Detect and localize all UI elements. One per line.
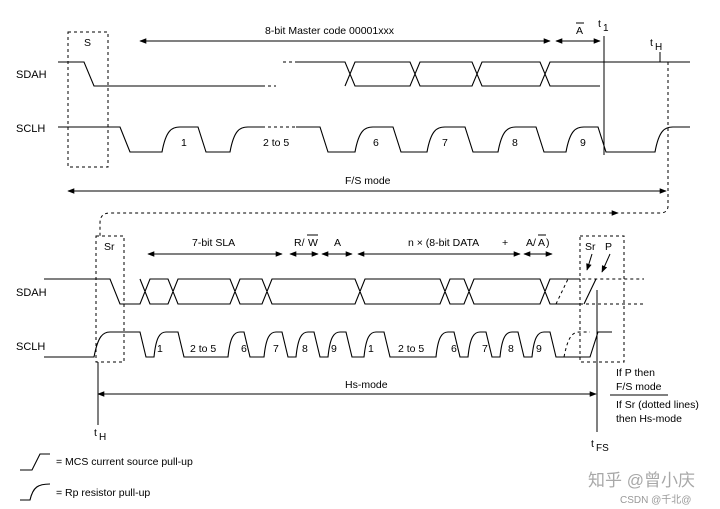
fs-mode-section: S SDAH SCLH 8-bit Master code 00001xxx A… bbox=[16, 18, 690, 194]
sr-p-box bbox=[579, 235, 625, 363]
svg-text:t: t bbox=[598, 18, 601, 30]
sdah-break-top bbox=[262, 61, 297, 87]
clock-numbers-bottom: 1 2 to 5 6 7 8 9 1 2 to 5 6 7 8 9 bbox=[157, 343, 542, 355]
clock-number: 6 bbox=[451, 343, 457, 355]
sdah-label-top: SDAH bbox=[16, 69, 47, 81]
sr-start-box bbox=[95, 235, 125, 363]
if-sr-note-2: then Hs-mode bbox=[616, 413, 682, 425]
plus-label: + bbox=[502, 237, 508, 249]
svg-text:): ) bbox=[546, 237, 550, 249]
sdah-data-top bbox=[297, 61, 690, 87]
svg-text:t: t bbox=[94, 427, 97, 439]
clock-number: 6 bbox=[373, 137, 379, 149]
legend: = MCS current source pull-up = Rp resist… bbox=[20, 453, 193, 501]
svg-text:FS: FS bbox=[596, 443, 609, 454]
clock-number: 1 bbox=[368, 343, 374, 355]
aa-label: A/ A ) bbox=[526, 234, 550, 249]
svg-text:R/: R/ bbox=[294, 237, 305, 249]
zhihu-watermark: 知乎 @曾小庆 bbox=[588, 471, 695, 490]
sclh-label-bottom: SCLH bbox=[16, 341, 45, 353]
svg-text:t: t bbox=[650, 37, 653, 49]
svg-text:t: t bbox=[591, 438, 594, 450]
clock-number: 1 bbox=[181, 137, 187, 149]
sclh-end-dotted bbox=[563, 331, 590, 358]
sclh-waveform-top bbox=[58, 126, 262, 153]
clock-number: 7 bbox=[482, 343, 488, 355]
csdn-watermark: CSDN @千北@ bbox=[620, 494, 691, 506]
svg-text:A/: A/ bbox=[526, 237, 536, 249]
rp-legend-label: = Rp resistor pull-up bbox=[56, 487, 150, 499]
p-pointer bbox=[601, 253, 611, 273]
sdah-waveform-top bbox=[58, 61, 262, 87]
th-label-bottom: t H bbox=[94, 427, 106, 443]
sdah-end-solid bbox=[583, 278, 597, 305]
clock-number: 1 bbox=[157, 343, 163, 355]
svg-text:1: 1 bbox=[603, 23, 609, 34]
clock-number: 8 bbox=[512, 137, 518, 149]
if-p-note-2: F/S mode bbox=[616, 381, 662, 393]
hs-mode-section: Sr SDAH SCLH 7-bit SLA R/ W A n × (8-bit… bbox=[16, 234, 699, 454]
clock-numbers-top: 1 2 to 5 6 7 8 9 bbox=[181, 137, 586, 149]
mcs-pullup-symbol bbox=[20, 453, 50, 471]
start-label: S bbox=[84, 37, 91, 49]
sdah-label-bottom: SDAH bbox=[16, 287, 47, 299]
svg-text:H: H bbox=[99, 432, 106, 443]
watermark: 知乎 @曾小庆 CSDN @千北@ bbox=[588, 471, 695, 506]
clock-number: 9 bbox=[536, 343, 542, 355]
start-condition-box bbox=[67, 31, 109, 168]
svg-text:A: A bbox=[538, 237, 545, 249]
svg-text:H: H bbox=[655, 42, 662, 53]
data-label: n × (8-bit DATA bbox=[408, 237, 479, 249]
clock-number: 6 bbox=[241, 343, 247, 355]
ack-label: A bbox=[334, 237, 341, 249]
p-label: P bbox=[605, 241, 612, 253]
mode-transition-link bbox=[99, 62, 669, 236]
end-sr-label: Sr bbox=[585, 241, 596, 253]
clock-number: 8 bbox=[508, 343, 514, 355]
master-code-label: 8-bit Master code 00001xxx bbox=[265, 25, 395, 37]
clock-number: 2 to 5 bbox=[190, 343, 216, 355]
if-p-note-1: If P then bbox=[616, 367, 655, 379]
svg-text:W: W bbox=[308, 237, 318, 249]
sr-pointer bbox=[586, 253, 593, 271]
clock-number: 8 bbox=[302, 343, 308, 355]
tfs-label: t FS bbox=[591, 438, 609, 454]
sclh-waveform-bottom bbox=[44, 331, 612, 358]
clock-number: 2 to 5 bbox=[398, 343, 424, 355]
hs-mode-label: Hs-mode bbox=[345, 379, 388, 391]
clock-number: 2 to 5 bbox=[263, 137, 289, 149]
sla-label: 7-bit SLA bbox=[192, 237, 235, 249]
rp-pullup-symbol bbox=[20, 483, 51, 501]
clock-number: 9 bbox=[331, 343, 337, 355]
nack-label: A bbox=[576, 25, 583, 37]
clock-number: 7 bbox=[442, 137, 448, 149]
mcs-legend-label: = MCS current source pull-up bbox=[56, 456, 193, 468]
sclh-label-top: SCLH bbox=[16, 123, 45, 135]
sclh-clock-top bbox=[296, 126, 690, 153]
sr-label: Sr bbox=[104, 241, 115, 253]
fs-mode-label: F/S mode bbox=[345, 175, 391, 187]
clock-number: 7 bbox=[273, 343, 279, 355]
rw-label: R/ W bbox=[294, 234, 318, 249]
sdah-end-dotted bbox=[555, 278, 644, 305]
if-sr-note-1: If Sr (dotted lines) bbox=[616, 399, 699, 411]
clock-number: 9 bbox=[580, 137, 586, 149]
sdah-waveform-bottom bbox=[44, 278, 580, 305]
th-label-top: t H bbox=[650, 37, 662, 53]
t1-label: t 1 bbox=[598, 18, 609, 34]
